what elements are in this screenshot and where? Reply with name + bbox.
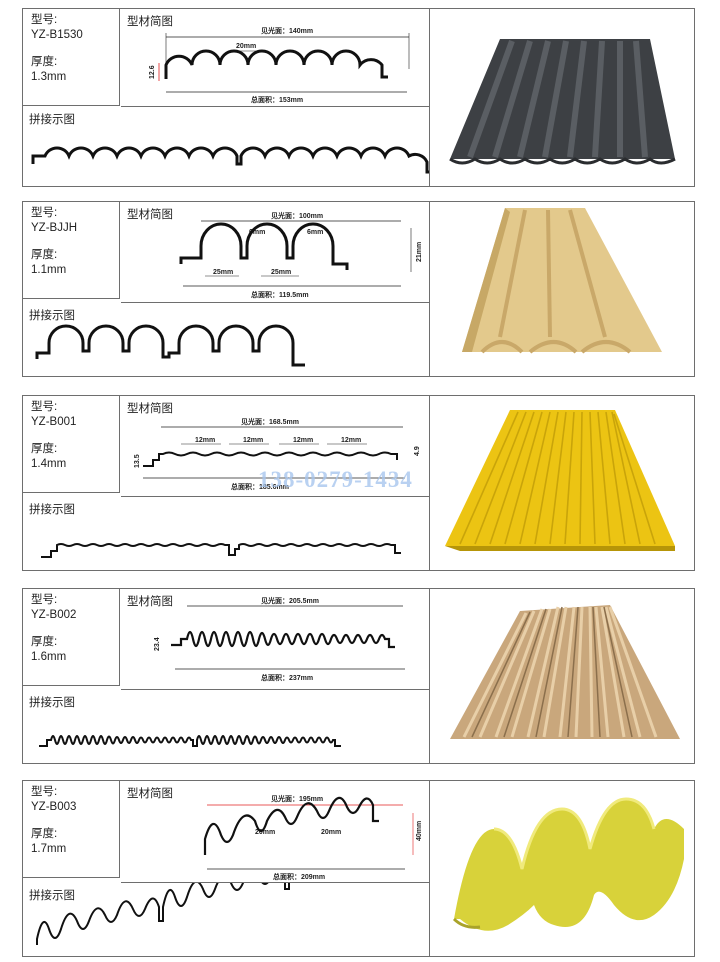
thickness-value: 1.7mm <box>31 843 67 855</box>
dim-height: 40mm <box>416 821 423 841</box>
panel-image-icon <box>462 208 662 354</box>
model-code: YZ-B1530 <box>31 29 83 41</box>
dim-w2: 25mm <box>271 269 291 276</box>
profile-svg: 见光面：205.5mm 23.4 总面积：237mm <box>154 596 405 682</box>
thickness-label: 厚度: <box>31 443 58 455</box>
product-card-1: 型号: YZ-B1530 厚度: 1.3mm 型材简图 见光面：140mm 20… <box>22 8 695 187</box>
model-code: YZ-B001 <box>31 416 77 428</box>
profile-label: 型材简图 <box>127 403 173 415</box>
splice-diagram: 拼接示图 <box>23 883 430 956</box>
thickness-value: 1.6mm <box>31 651 67 663</box>
splice-diagram: 拼接示图 <box>23 497 430 570</box>
dim-gap2: 6mm <box>307 229 323 236</box>
dim-pitch: 20mm <box>236 43 256 50</box>
product-card-4: 型号: YZ-B002 厚度: 1.6mm 型材简图 见光面：205.5mm 2… <box>22 588 695 764</box>
splice-diagram: 拼接示图 <box>23 107 430 186</box>
model-code: YZ-B002 <box>31 609 77 621</box>
model-label: 型号: <box>31 594 58 606</box>
dim-visible: 见光面：140mm <box>261 26 313 35</box>
dim-w2: 20mm <box>321 829 341 836</box>
product-photo <box>430 9 694 186</box>
dim-total: 总面积：185.6mm <box>231 482 289 491</box>
dim-p3: 12mm <box>293 437 313 444</box>
dim-visible: 见光面：205.5mm <box>261 596 319 605</box>
model-code: YZ-B003 <box>31 801 77 813</box>
thickness-label: 厚度: <box>31 636 58 648</box>
profile-diagram: 型材简图 见光面：195mm 20mm 20mm 40mm 总面积：209mm <box>121 781 430 883</box>
splice-svg <box>41 543 401 558</box>
panel-image-icon <box>452 797 684 931</box>
profile-label: 型材简图 <box>127 209 173 221</box>
dim-total: 总面积：209mm <box>273 872 325 881</box>
dim-total: 总面积：119.5mm <box>251 290 309 299</box>
splice-label: 拼接示图 <box>29 890 75 902</box>
splice-svg <box>35 324 305 367</box>
splice-label: 拼接示图 <box>29 310 75 322</box>
model-info: 型号: YZ-B1530 厚度: 1.3mm <box>23 9 120 106</box>
product-card-3: 型号: YZ-B001 厚度: 1.4mm 型材简图 见光面：168.5mm 1… <box>22 395 695 571</box>
profile-diagram: 型材简图 见光面：140mm 20mm 12.6 总面积：153mm <box>121 9 430 107</box>
model-info: 型号: YZ-BJJH 厚度: 1.1mm <box>23 202 120 299</box>
thickness-value: 1.1mm <box>31 264 67 276</box>
dim-p2: 12mm <box>243 437 263 444</box>
panel-image-icon <box>450 605 680 739</box>
profile-label: 型材简图 <box>127 596 173 608</box>
model-info: 型号: YZ-B001 厚度: 1.4mm <box>23 396 120 493</box>
model-info: 型号: YZ-B003 厚度: 1.7mm <box>23 781 120 878</box>
splice-svg <box>39 735 341 747</box>
dim-p1: 12mm <box>195 437 215 444</box>
model-label: 型号: <box>31 207 58 219</box>
model-label: 型号: <box>31 401 58 413</box>
panel-image-icon <box>449 39 676 165</box>
thickness-label: 厚度: <box>31 828 58 840</box>
profile-svg: 见光面：100mm 6mm 6mm 25mm 25mm 21mm 总面积：119… <box>179 211 423 299</box>
dim-w1: 20mm <box>255 829 275 836</box>
dim-height: 12.6 <box>149 65 156 79</box>
dim-w1: 25mm <box>213 269 233 276</box>
dim-visible: 见光面：100mm <box>271 211 323 220</box>
phone-watermark: 138-0279-1434 <box>258 467 413 492</box>
profile-svg: 见光面：140mm 20mm 12.6 总面积：153mm <box>149 26 410 104</box>
profile-label: 型材简图 <box>127 788 173 800</box>
splice-diagram: 拼接示图 <box>23 690 430 763</box>
profile-diagram: 型材简图 见光面：205.5mm 23.4 总面积：237mm <box>121 589 430 690</box>
dim-p4: 12mm <box>341 437 361 444</box>
model-label: 型号: <box>31 786 58 798</box>
splice-diagram: 拼接示图 <box>23 303 430 376</box>
profile-diagram: 型材简图 见光面：168.5mm 12mm 12mm 12mm 12mm 13.… <box>121 396 430 497</box>
splice-label: 拼接示图 <box>29 114 75 126</box>
splice-label: 拼接示图 <box>29 697 75 709</box>
profile-diagram: 型材简图 见光面：100mm 6mm 6mm 25mm 25mm 21mm 总面… <box>121 202 430 303</box>
dim-height: 23.4 <box>154 637 161 651</box>
panel-image-icon <box>445 410 675 551</box>
product-card-2: 型号: YZ-BJJH 厚度: 1.1mm 型材简图 见光面：100mm 6mm… <box>22 201 695 377</box>
splice-svg <box>31 146 429 174</box>
profile-svg: 见光面：168.5mm 12mm 12mm 12mm 12mm 13.5 4.9… <box>134 417 421 491</box>
dim-left: 13.5 <box>134 454 141 468</box>
dim-right: 4.9 <box>414 446 421 456</box>
model-info: 型号: YZ-B002 厚度: 1.6mm <box>23 589 120 686</box>
model-label: 型号: <box>31 14 58 26</box>
product-photo <box>430 589 694 763</box>
product-photo <box>430 781 694 956</box>
profile-svg: 见光面：195mm 20mm 20mm 40mm 总面积：209mm <box>203 794 423 881</box>
dim-total: 总面积：153mm <box>251 95 303 104</box>
product-photo <box>430 396 694 570</box>
model-code: YZ-BJJH <box>31 222 77 234</box>
thickness-value: 1.4mm <box>31 458 67 470</box>
thickness-value: 1.3mm <box>31 71 67 83</box>
thickness-label: 厚度: <box>31 56 58 68</box>
splice-label: 拼接示图 <box>29 504 75 516</box>
thickness-label: 厚度: <box>31 249 58 261</box>
profile-label: 型材简图 <box>127 16 173 28</box>
dim-gap1: 6mm <box>249 229 265 236</box>
dim-visible: 见光面：168.5mm <box>241 417 299 426</box>
dim-visible: 见光面：195mm <box>271 794 323 803</box>
dim-total: 总面积：237mm <box>261 673 313 682</box>
splice-svg <box>36 883 290 945</box>
product-photo <box>430 202 694 376</box>
product-card-5: 型号: YZ-B003 厚度: 1.7mm 型材简图 见光面：195mm 20m… <box>22 780 695 957</box>
dim-height: 21mm <box>416 242 423 262</box>
